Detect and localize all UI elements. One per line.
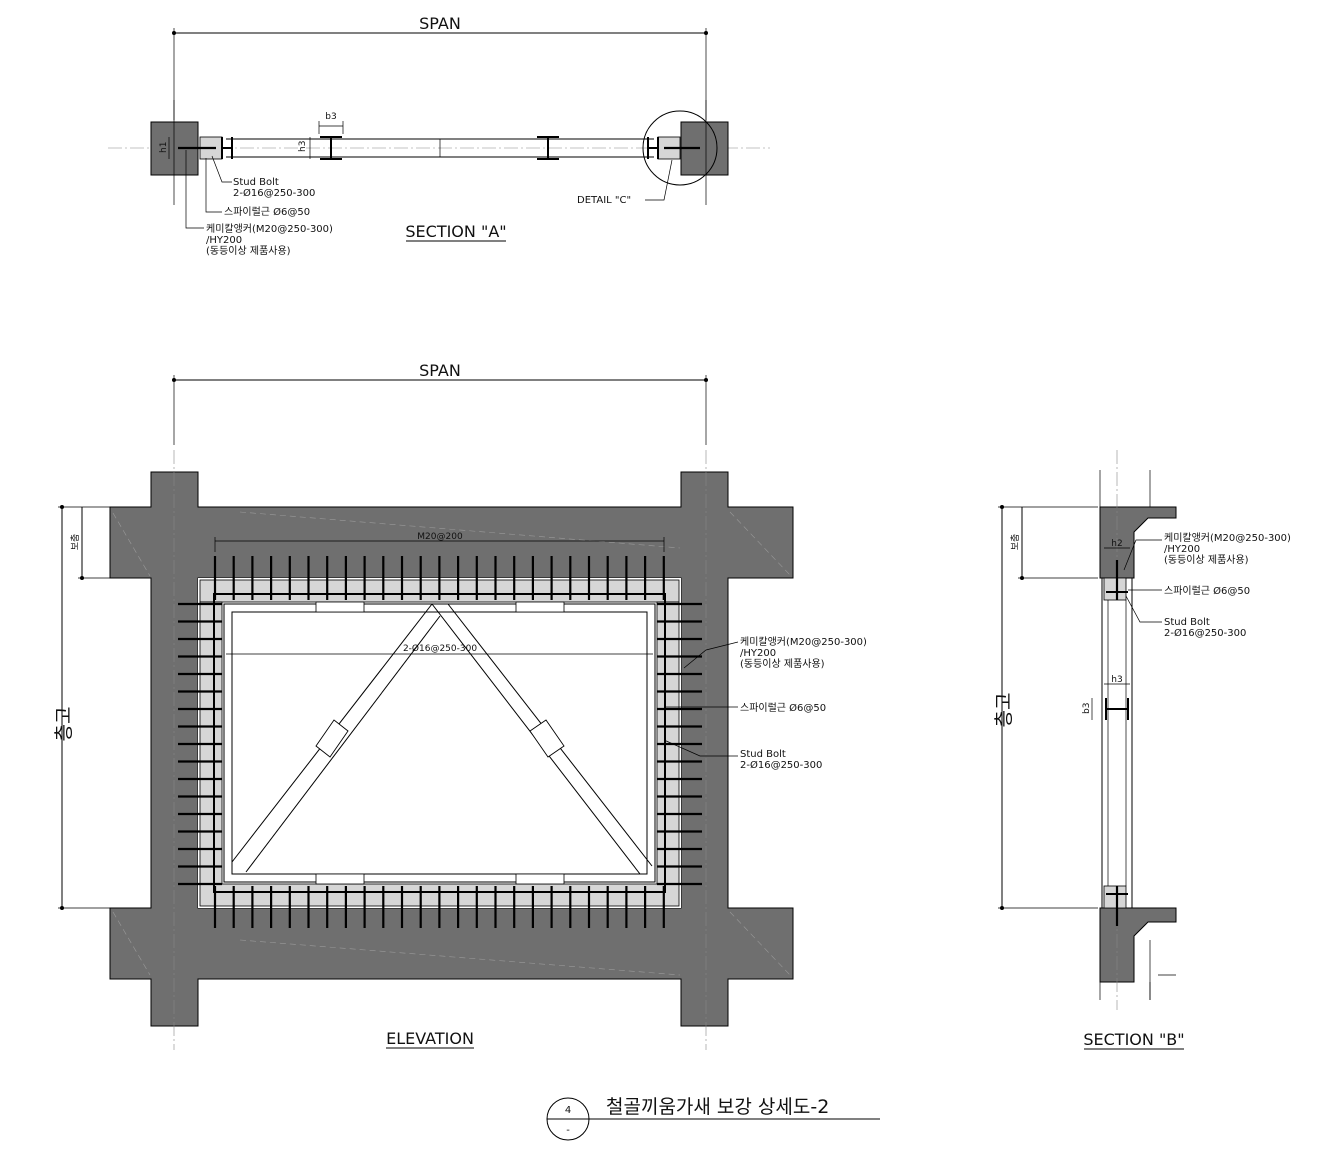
drawing-title: 철골끼움가새 보강 상세도-2	[606, 1096, 829, 1118]
section-b-h2: h2	[1111, 539, 1122, 549]
section-a: SPAN b3 h3 h1	[108, 14, 770, 257]
section-b: h2 h3 b3 케미칼앵커(M20@250-300) /HY200 (동등이상…	[993, 450, 1291, 1050]
section-a-span-label: SPAN	[419, 14, 461, 33]
section-a-spiral: 스파이럴근 Ø6@50	[224, 205, 310, 218]
elevation-spiral: 스파이럴근 Ø6@50	[740, 701, 826, 714]
section-b-title: SECTION "B"	[1083, 1030, 1184, 1049]
section-b-anchor-2: /HY200	[1164, 544, 1200, 555]
section-a-h1: h1	[159, 142, 169, 153]
section-b-beam-label: 보춤	[1010, 534, 1021, 551]
section-a-detail-label: DETAIL "C"	[577, 195, 631, 206]
section-b-height-label: 층고	[993, 693, 1015, 728]
section-b-b3: b3	[1082, 703, 1092, 714]
section-a-anchor-2: /HY200	[206, 235, 242, 246]
section-b-stud-bolt-2: 2-Ø16@250-300	[1164, 627, 1246, 639]
anchors-left	[178, 602, 222, 886]
elevation-title: ELEVATION	[386, 1029, 474, 1048]
anchors-top	[213, 556, 665, 600]
title-block: 4 - 철골끼움가새 보강 상세도-2	[546, 1096, 880, 1141]
section-b-h3: h3	[1111, 675, 1122, 685]
elevation: SPAN M20@200 2-Ø16@250-300	[53, 361, 867, 1050]
section-a-title: SECTION "A"	[405, 222, 506, 241]
section-b-anchor-1: 케미칼앵커(M20@250-300)	[1164, 531, 1291, 544]
anchors-right	[657, 602, 702, 886]
section-a-anchor-3: (동등이상 제품사용)	[206, 245, 291, 257]
elevation-height-label: 층고	[53, 707, 75, 742]
sheet-ref: -	[566, 1125, 570, 1136]
elevation-beam-label: 보춤	[70, 534, 81, 551]
anchors-bottom	[213, 886, 665, 928]
elevation-anchor-2: /HY200	[740, 648, 776, 659]
section-a-anchor-1: 케미칼앵커(M20@250-300)	[206, 222, 333, 235]
sheet-number: 4	[565, 1105, 571, 1116]
elevation-anchor-3: (동등이상 제품사용)	[740, 658, 825, 670]
section-b-spiral: 스파이럴근 Ø6@50	[1164, 584, 1250, 597]
section-b-anchor-3: (동등이상 제품사용)	[1164, 554, 1249, 566]
section-b-stud-bolt-1: Stud Bolt	[1164, 617, 1210, 628]
section-a-stud-bolt-2: 2-Ø16@250-300	[233, 187, 315, 199]
elevation-stud-bolt-1: Stud Bolt	[740, 749, 786, 760]
elevation-stud-bolt-2: 2-Ø16@250-300	[740, 759, 822, 771]
elevation-anchor-spacing: M20@200	[417, 532, 463, 542]
elevation-anchor-1: 케미칼앵커(M20@250-300)	[740, 635, 867, 648]
detail-c-circle	[642, 110, 718, 186]
elevation-stud-spacing: 2-Ø16@250-300	[403, 643, 477, 654]
section-a-b3: b3	[325, 112, 336, 122]
elevation-span-label: SPAN	[419, 361, 461, 380]
section-a-h3: h3	[298, 141, 308, 152]
section-a-stud-bolt-1: Stud Bolt	[233, 177, 279, 188]
